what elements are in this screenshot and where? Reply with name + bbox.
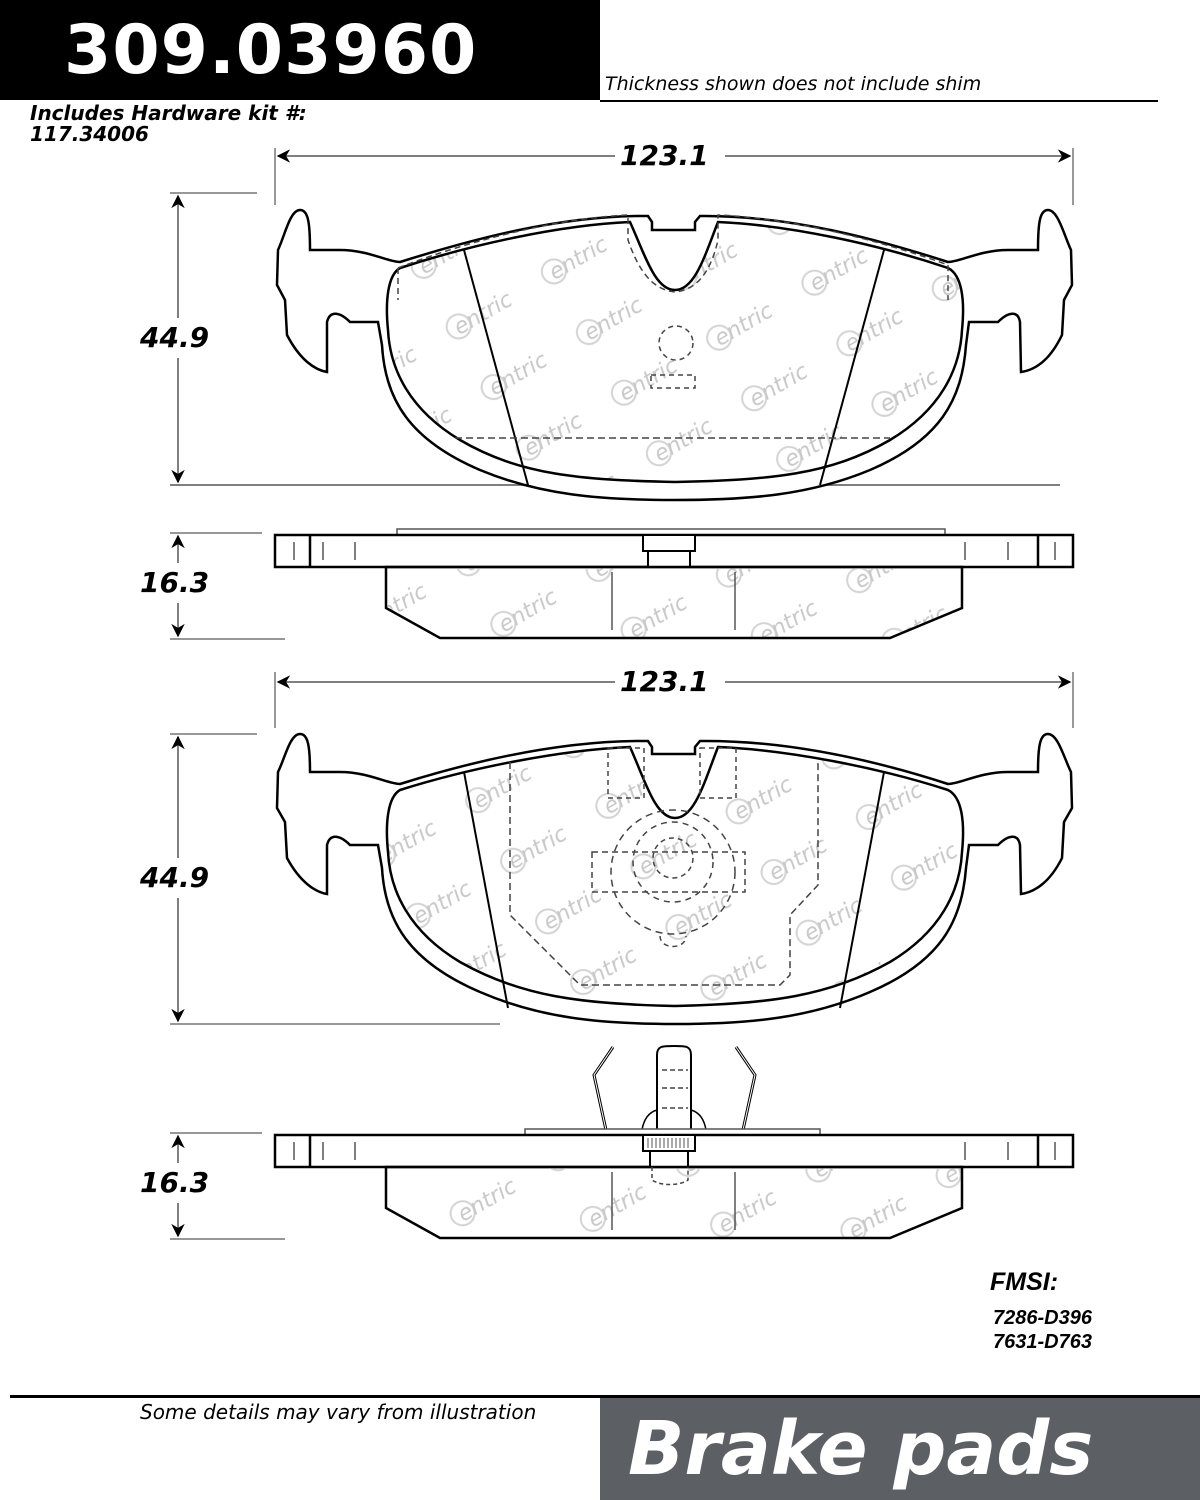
shim-note-underline — [600, 100, 1158, 102]
fmsi-code: 7286-D396 — [993, 1307, 1092, 1329]
height-dimension-label: 44.9 — [136, 322, 214, 354]
category-banner — [600, 1398, 1200, 1500]
height-dimension-label: 44.9 — [136, 862, 214, 894]
hardware-kit-number: 117.34006 — [30, 122, 149, 146]
width-dimension-label: 123.1 — [616, 666, 713, 698]
illustration-disclaimer: Some details may vary from illustration — [140, 1400, 537, 1424]
inner-pad-side-view — [170, 1045, 1075, 1240]
footer-divider — [10, 1395, 1200, 1398]
outer-pad-side-view — [170, 528, 1075, 640]
fmsi-title: FMSI: — [990, 1268, 1059, 1296]
shim-note: Thickness shown does not include shim — [605, 73, 982, 95]
hardware-kit-info: Includes Hardware kit #: 117.34006 — [30, 103, 307, 145]
fmsi-code: 7631-D763 — [993, 1331, 1092, 1353]
thickness-dimension-label: 16.3 — [136, 567, 214, 599]
inner-pad-face-view — [170, 672, 1074, 1026]
category-label: Brake pads — [628, 1406, 1094, 1492]
hardware-kit-label: Includes Hardware kit #: — [30, 101, 307, 125]
thickness-dimension-label: 16.3 — [136, 1167, 214, 1199]
width-dimension-label: 123.1 — [616, 140, 713, 172]
outer-pad-face-view — [170, 148, 1074, 502]
part-number-banner — [0, 0, 600, 100]
part-number: 309.03960 — [64, 11, 478, 90]
